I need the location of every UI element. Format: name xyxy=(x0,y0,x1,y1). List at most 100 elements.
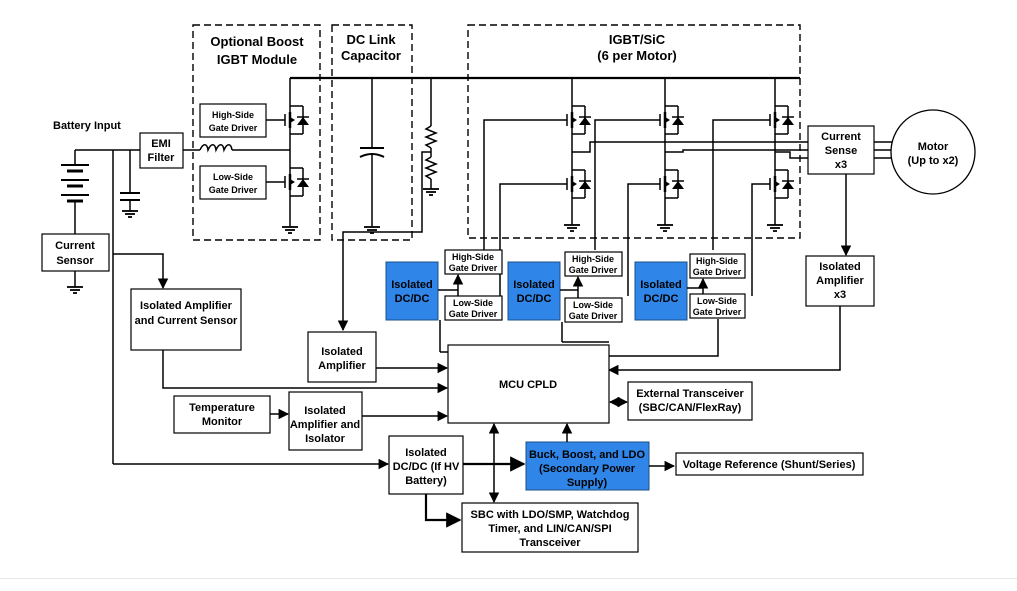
mcu-cpld-label: MCU CPLD xyxy=(499,379,557,391)
iso-dcdc-hv-label-3: Battery) xyxy=(405,475,447,487)
current-sensor-box xyxy=(41,233,110,272)
isolated-amplifier-current-sensor-box xyxy=(130,288,242,351)
boost-hs-label-1: High-Side xyxy=(212,110,254,120)
gate-driver-group-1: Isolated DC/DC High-Side Gate Driver Low… xyxy=(385,249,503,352)
inverter-block-diagram: Optional Boost IGBT Module DC Link Capac… xyxy=(41,24,976,553)
iso-dcdc-hv-label-2: DC/DC (If HV xyxy=(393,461,460,473)
svg-text:High-Side: High-Side xyxy=(452,252,494,262)
svg-text:Low-Side: Low-Side xyxy=(697,296,737,306)
boost-ls-label-2: Gate Driver xyxy=(209,185,258,195)
isolated-amplifier-box xyxy=(307,331,377,383)
emi-filter-label-1: EMI xyxy=(151,138,171,150)
boost-low-side-transistor xyxy=(276,166,311,198)
isolated-amplifier-x3-box xyxy=(805,255,875,307)
emi-filter-label-2: Filter xyxy=(148,152,176,164)
ground-icon xyxy=(422,183,440,196)
hs-gate-driver-2 xyxy=(564,251,623,277)
svg-text:Isolated: Isolated xyxy=(391,279,433,291)
ls-gate-driver-3 xyxy=(689,293,746,319)
iso-amp-isolator-label-2: Amplifier and xyxy=(290,419,360,431)
temperature-monitor-box xyxy=(173,395,271,434)
iso-amp-x3-label-2: Amplifier xyxy=(816,275,864,287)
current-sensor-label-1: Current xyxy=(55,240,95,252)
divider-resistor-top xyxy=(423,125,439,149)
svg-text:Gate Driver: Gate Driver xyxy=(569,311,618,321)
svg-text:Gate Driver: Gate Driver xyxy=(449,309,498,319)
svg-text:Gate Driver: Gate Driver xyxy=(693,307,742,317)
bottom-divider xyxy=(0,578,1017,579)
buck-boost-label-2: (Secondary Power xyxy=(539,463,636,475)
igbt-high-3 xyxy=(761,104,796,136)
boost-hs-label-2: Gate Driver xyxy=(209,123,258,133)
current-sense-label-1: Current xyxy=(821,131,861,143)
motor-circle xyxy=(890,109,976,195)
isolated-dcdc-2 xyxy=(507,261,561,321)
sbc-box xyxy=(461,502,639,553)
voltage-reference-label: Voltage Reference (Shunt/Series) xyxy=(683,459,856,471)
isolated-dcdc-1 xyxy=(385,261,439,321)
iso-amp-isolator-label-3: Isolator xyxy=(305,433,345,445)
ls-gate-driver-1 xyxy=(444,295,503,321)
iso-amp-cs-label-2: and Current Sensor xyxy=(135,315,238,327)
external-transceiver-box xyxy=(627,381,753,421)
svg-text:High-Side: High-Side xyxy=(696,256,738,266)
iso-amp-label-2: Amplifier xyxy=(318,360,366,372)
mcu-cpld-box xyxy=(447,344,610,424)
gate-driver-group-2: Isolated DC/DC High-Side Gate Driver Low… xyxy=(507,251,623,342)
boost-low-side-driver-box xyxy=(199,165,267,200)
svg-text:Low-Side: Low-Side xyxy=(573,300,613,310)
iso-amp-x3-label-3: x3 xyxy=(834,289,846,301)
iso-amp-label-1: Isolated xyxy=(321,346,363,358)
iso-dcdc-hv-label-1: Isolated xyxy=(405,447,447,459)
dclink-group-title-line2: Capacitor xyxy=(341,48,401,63)
current-sensor-label-2: Sensor xyxy=(56,255,94,267)
divider-sense-line xyxy=(337,151,431,332)
svg-text:Low-Side: Low-Side xyxy=(453,298,493,308)
dc-link-group xyxy=(331,24,413,241)
battery-symbol xyxy=(61,164,89,203)
ext-transceiver-label-2: (SBC/CAN/FlexRay) xyxy=(639,402,742,414)
boost-ls-label-1: Low-Side xyxy=(213,172,253,182)
igbt-low-2 xyxy=(651,168,686,200)
igbt-group xyxy=(467,24,801,239)
svg-text:Gate Driver: Gate Driver xyxy=(693,267,742,277)
boost-high-side-driver-box xyxy=(199,103,267,138)
isolated-dcdc-3 xyxy=(634,261,688,321)
phase-c-line xyxy=(775,151,808,159)
divider-resistor-bottom xyxy=(423,156,439,180)
iso-amp-x3-label-1: Isolated xyxy=(819,261,861,273)
hs-gate-driver-3 xyxy=(689,253,746,279)
igbt-high-2 xyxy=(651,104,686,136)
gate-driver-group-3: Isolated DC/DC High-Side Gate Driver Low… xyxy=(634,253,746,321)
current-sense-label-2: Sense xyxy=(825,145,857,157)
igbt-low-1 xyxy=(558,168,593,200)
svg-text:DC/DC: DC/DC xyxy=(517,293,552,305)
iso-amp-isolator-label-1: Isolated xyxy=(304,405,346,417)
current-sense-box xyxy=(807,125,875,175)
igbt-group-title-line1: IGBT/SiC xyxy=(609,32,666,47)
isolated-dcdc-hv-box xyxy=(388,435,464,495)
buck-boost-ldo-box xyxy=(525,441,650,491)
ls-gate-driver-2 xyxy=(564,297,623,323)
isolated-amplifier-isolator-box xyxy=(288,391,363,451)
svg-text:Isolated: Isolated xyxy=(513,279,555,291)
boost-module-group xyxy=(192,24,321,241)
svg-text:Gate Driver: Gate Driver xyxy=(449,263,498,273)
battery-input-label: Battery Input xyxy=(53,120,121,132)
temp-monitor-label-2: Monitor xyxy=(202,416,243,428)
phase-a-line xyxy=(572,141,808,153)
sbc-label-3: Transceiver xyxy=(519,537,581,549)
svg-text:Gate Driver: Gate Driver xyxy=(569,265,618,275)
svg-text:DC/DC: DC/DC xyxy=(395,293,430,305)
ground-icon xyxy=(121,205,139,218)
phase-b-line xyxy=(665,149,808,153)
ext-transceiver-label-1: External Transceiver xyxy=(636,388,744,400)
buck-boost-label-1: Buck, Boost, and LDO xyxy=(529,449,646,461)
boost-group-title-line2: IGBT Module xyxy=(217,52,297,67)
temp-monitor-label-1: Temperature xyxy=(189,402,255,414)
iso-amp-cs-label-1: Isolated Amplifier xyxy=(140,300,233,312)
svg-text:High-Side: High-Side xyxy=(572,254,614,264)
sbc-label-2: Timer, and LIN/CAN/SPI xyxy=(488,523,611,535)
svg-text:Isolated: Isolated xyxy=(640,279,682,291)
voltage-reference-box xyxy=(675,452,864,476)
